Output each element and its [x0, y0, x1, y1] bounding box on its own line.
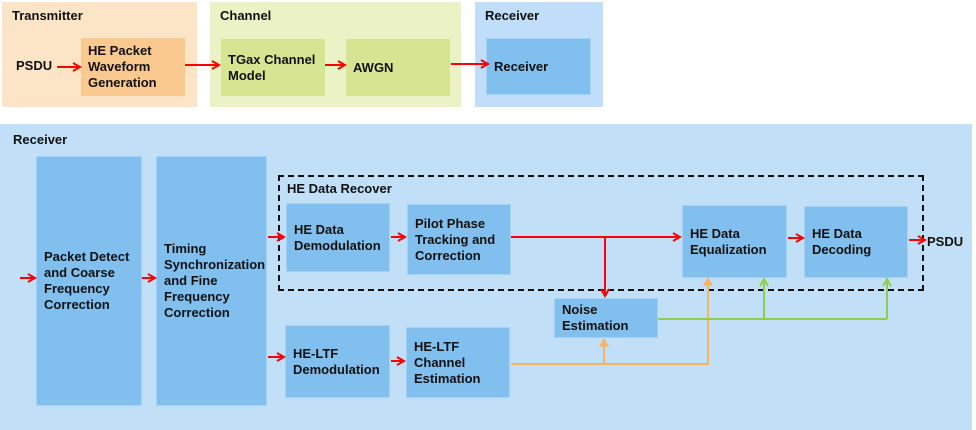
he-packet-waveform-generation-block[interactable]: HE Packet Waveform Generation: [81, 38, 185, 96]
packet-detect-block[interactable]: Packet Detect and Coarse Frequency Corre…: [36, 156, 142, 406]
heltf-channel-estimation-block[interactable]: HE-LTF Channel Estimation: [406, 327, 510, 398]
receiver-summary-title: Receiver: [485, 8, 540, 23]
psdu-output-label: PSDU: [927, 234, 964, 249]
block-label: HE Packet Waveform Generation: [88, 43, 157, 90]
he-data-recover-title: HE Data Recover: [287, 181, 392, 196]
he-data-decoding-block[interactable]: HE Data Decoding: [804, 206, 908, 278]
block-label: Noise Estimation: [562, 302, 629, 333]
transmitter-title: Transmitter: [12, 8, 83, 23]
block-label: Packet Detect and Coarse Frequency Corre…: [44, 249, 130, 312]
block-label: HE Data Demodulation: [294, 221, 381, 253]
wire-chanest-to-equalization: [511, 276, 713, 365]
block-label: HE Data Equalization: [690, 225, 767, 257]
he-data-equalization-block[interactable]: HE Data Equalization: [682, 205, 787, 278]
block-label: HE Data Decoding: [812, 226, 872, 257]
pilot-phase-tracking-block[interactable]: Pilot Phase Tracking and Correction: [407, 204, 511, 275]
block-label: Pilot Phase Tracking and Correction: [415, 215, 496, 263]
block-label: HE-LTF Demodulation: [293, 345, 380, 377]
block-label: TGax Channel Model: [228, 51, 316, 83]
block-label: HE-LTF Channel Estimation: [414, 338, 481, 386]
he-data-demodulation-block[interactable]: HE Data Demodulation: [286, 203, 390, 272]
psdu-input-label: PSDU: [16, 58, 53, 73]
noise-estimation-block[interactable]: Noise Estimation: [554, 298, 658, 338]
awgn-block[interactable]: AWGN: [346, 39, 450, 96]
block-label: Timing Synchronization and Fine Frequenc…: [164, 241, 266, 320]
channel-title: Channel: [220, 8, 272, 23]
timing-sync-block[interactable]: Timing Synchronization and Fine Frequenc…: [156, 156, 267, 406]
block-label: Receiver: [494, 58, 549, 74]
heltf-demodulation-block[interactable]: HE-LTF Demodulation: [285, 325, 390, 398]
tgax-channel-model-block[interactable]: TGax Channel Model: [221, 39, 325, 96]
block-label: AWGN: [353, 59, 394, 75]
receiver-detail-title: Receiver: [13, 132, 68, 147]
